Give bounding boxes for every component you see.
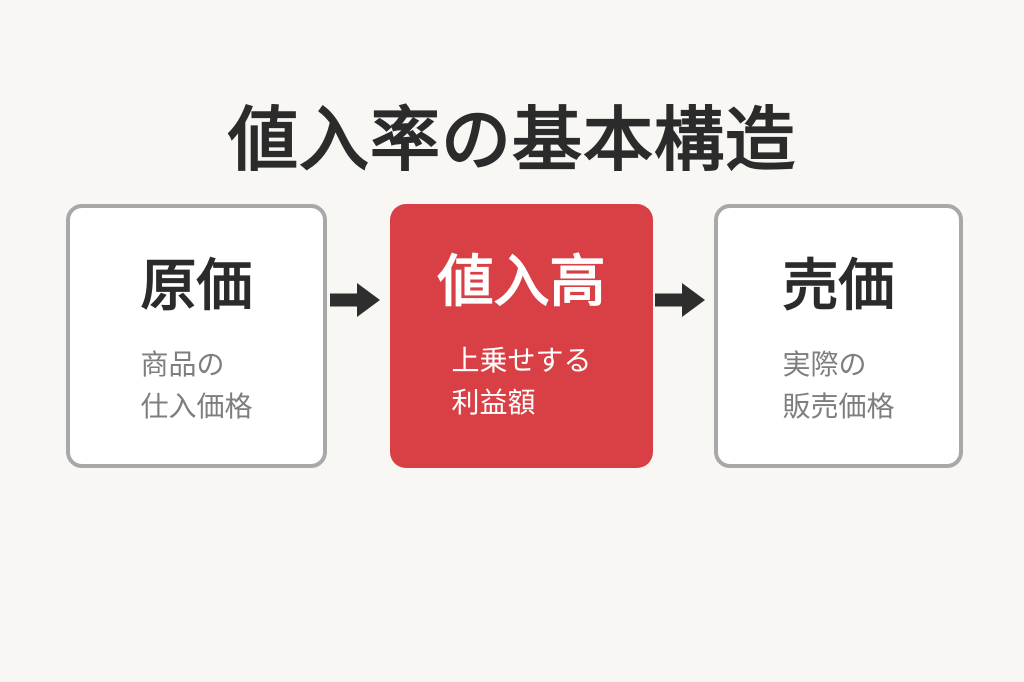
arrow-right-icon <box>655 283 705 317</box>
flow-box-price: 売価 実際の 販売価格 <box>714 204 963 468</box>
box-description-markup: 上乗せする 利益額 <box>451 345 592 419</box>
flow-box-markup: 値入高 上乗せする 利益額 <box>390 204 653 468</box>
box-description-price: 実際の 販売価格 <box>782 349 895 423</box>
arrow-right-icon <box>330 283 380 317</box>
box-label-cost: 原価 <box>140 254 253 317</box>
page-title: 値入率の基本構造 <box>228 100 796 179</box>
box-label-price: 売価 <box>782 254 895 317</box>
box-label-markup: 値入高 <box>437 250 606 313</box>
flow-box-cost: 原価 商品の 仕入価格 <box>66 204 327 468</box>
box-description-cost: 商品の 仕入価格 <box>140 349 253 423</box>
